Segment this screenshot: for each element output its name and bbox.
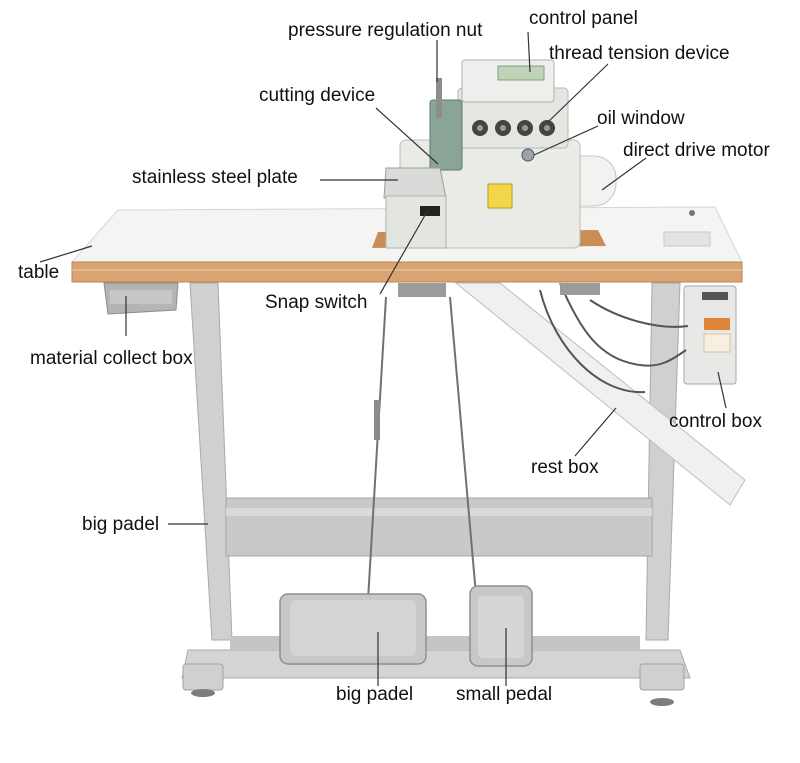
label-direct-drive-motor: direct drive motor [623,140,770,161]
label-cutting-device: cutting device [259,85,376,106]
material-collect-box [103,282,179,315]
control-box-body [683,285,737,385]
big-pedal-shape [279,593,427,665]
cables [539,282,689,394]
label-rest-box: rest box [531,457,599,478]
label-control-box: control box [669,411,762,432]
leader-lines [39,31,727,686]
rest-box-arm [454,282,746,506]
label-table: table [18,262,60,283]
small-pedal-shape [469,585,533,667]
under-table-mount-right [560,283,600,295]
label-oil-window: oil window [597,108,685,129]
label-pressure-regulation-nut: pressure regulation nut [288,20,483,41]
label-control-panel: control panel [529,8,638,29]
label-thread-tension-device: thread tension device [549,43,730,64]
stand-frame [181,282,691,706]
pedal-rods [367,296,477,601]
label-small-pedal: small pedal [456,684,553,705]
label-big-padel-frame: big padel [82,514,160,535]
sewing-machine [383,59,617,249]
label-material-collect-box: material collect box [30,348,193,369]
label-big-padel-pedal: big padel [336,684,414,705]
label-snap-switch: Snap switch [265,292,368,313]
under-table-mount [398,283,446,297]
label-stainless-steel-plate: stainless steel plate [132,167,298,188]
